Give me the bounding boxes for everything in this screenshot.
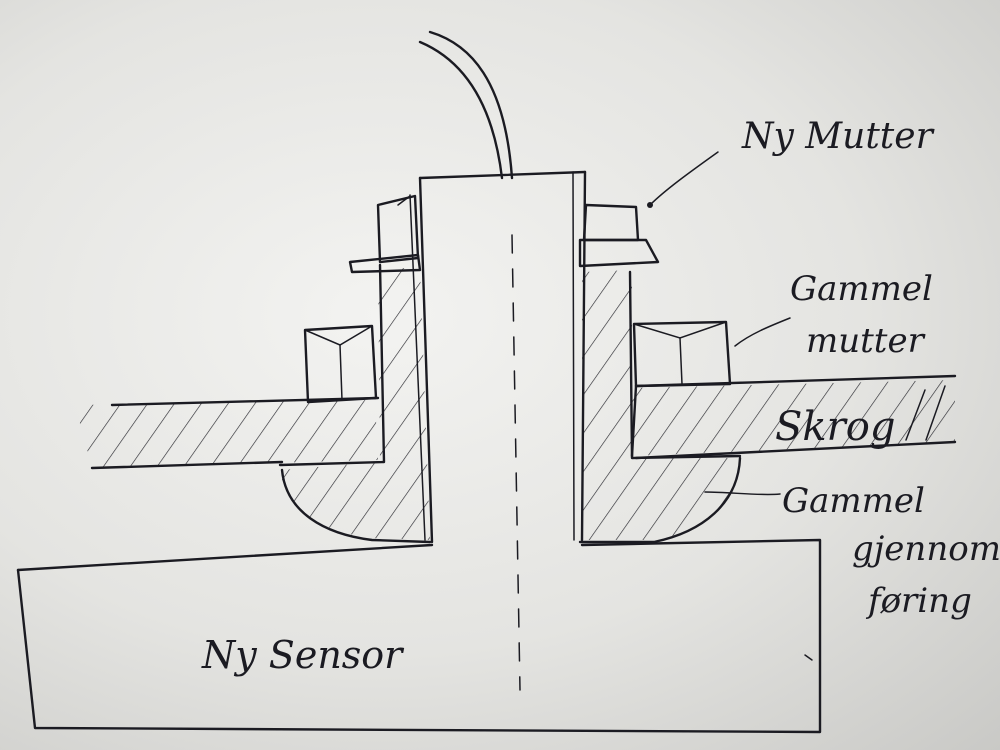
label-new-sensor: Ny Sensor (201, 633, 405, 677)
sensor-stem (409, 170, 587, 691)
sensor-cable (418, 30, 514, 180)
label-old-thruhull-2: gjennom (852, 529, 1000, 569)
old-thruhull-right (578, 270, 742, 544)
label-old-nut-2: mutter (806, 321, 926, 361)
hull-plate-right (630, 374, 957, 460)
label-hull: Skrog (775, 404, 895, 450)
label-old-nut-1: Gammel (790, 269, 933, 309)
sensor-body (16, 538, 822, 734)
label-old-thruhull-1: Gammel (782, 481, 925, 521)
old-nut-left (303, 324, 378, 404)
new-nut-right (578, 203, 660, 268)
old-nut-right (632, 320, 732, 388)
hull-plate-left (75, 396, 380, 470)
new-nut-left (348, 194, 422, 274)
old-thruhull-left (278, 263, 432, 544)
label-old-thruhull-3: føring (865, 581, 972, 621)
leader-lines (647, 151, 791, 496)
label-new-nut: Ny Mutter (741, 116, 935, 157)
